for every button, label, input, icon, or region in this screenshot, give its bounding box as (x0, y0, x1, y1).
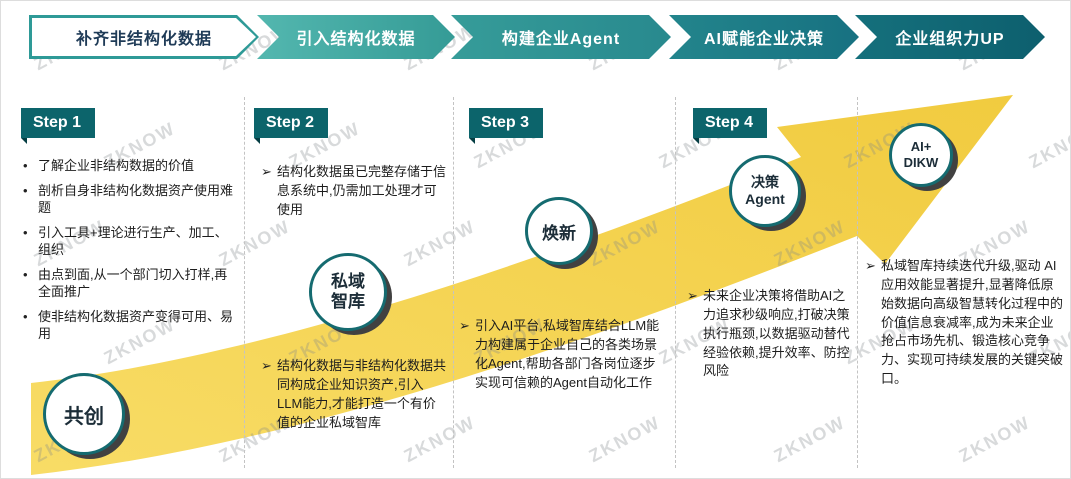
circle-label: 共创 (64, 405, 104, 428)
dot-bullet-icon: • (23, 224, 28, 240)
bullet-text: 了解企业非结构数据的价值 (38, 158, 195, 173)
note-text: 结构化数据与非结构化数据共同构成企业知识资产,引入LLM能力,才能打造一个有价值… (277, 358, 447, 430)
step-2-text: Step 2 (266, 114, 315, 131)
step3-note: ➢ 引入AI平台,私域智库结合LLM能力构建属于企业自己的各类场景化Agent,… (459, 317, 665, 392)
milestone-circle-private-knowledge-base: 私域 智库 (309, 253, 387, 331)
step-2-label: Step 2 (254, 108, 329, 144)
dot-bullet-icon: • (23, 266, 28, 282)
bullet-text: 引入工具+理论进行生产、加工、组织 (38, 224, 228, 258)
step-3-text: Step 3 (481, 114, 530, 131)
arrow-bullet-icon: ➢ (261, 358, 272, 373)
step2-note-top: ➢ 结构化数据虽已完整存储于信息系统中,仍需加工处理才可使用 (261, 163, 447, 220)
bullet-text: 剖析自身非结构化数据资产使用难题 (38, 182, 234, 216)
note-text: 未来企业决策将借助AI之力追求秒级响应,打破决策执行瓶颈,以数据驱动替代经验依赖… (703, 288, 850, 379)
step-3-label: Step 3 (469, 108, 544, 144)
step-1-label: Step 1 (21, 108, 96, 144)
column-divider-4 (857, 97, 858, 468)
banner-stage-5: 企业组织力UP (855, 15, 1045, 59)
circle-label: AI+ (910, 139, 932, 155)
circle-label: DIKW (903, 155, 939, 170)
step-4-text: Step 4 (705, 114, 754, 131)
step4-note: ➢ 未来企业决策将借助AI之力追求秒级响应,打破决策执行瓶颈,以数据驱动替代经验… (687, 287, 857, 381)
arrow-bullet-icon: ➢ (865, 258, 876, 273)
note-text: 私域智库持续迭代升级,驱动 AI 应用效能显著提升,显著降低原始数据向高级智慧转… (881, 258, 1064, 387)
dot-bullet-icon: • (23, 158, 28, 173)
banner-stage-5-label: 企业组织力UP (895, 31, 1005, 48)
banner-stage-1: 补齐非结构化数据 (29, 15, 259, 59)
banner-stage-1-label: 补齐非结构化数据 (75, 31, 212, 48)
milestone-circle-renewal: 焕新 (525, 197, 593, 265)
dot-bullet-icon: • (23, 308, 28, 324)
dot-bullet-icon: • (23, 182, 28, 198)
step-4-label: Step 4 (693, 108, 768, 144)
list-item: • 剖析自身非结构化数据资产使用难题 (23, 182, 233, 217)
list-item: • 由点到面,从一个部门切入打样,再全面推广 (23, 266, 233, 301)
column-divider-2 (453, 97, 454, 468)
circle-label: 智库 (331, 292, 365, 311)
banner-stage-2: 引入结构化数据 (257, 15, 455, 59)
step-1-text: Step 1 (33, 114, 82, 131)
banner-stage-1-face: 补齐非结构化数据 (32, 18, 256, 56)
bullet-text: 使非结构化数据资产变得可用、易用 (38, 308, 234, 342)
arrow-bullet-icon: ➢ (261, 164, 272, 179)
milestone-circle-cocreate: 共创 (43, 373, 125, 455)
note-text: 引入AI平台,私域智库结合LLM能力构建属于企业自己的各类场景化Agent,帮助… (475, 318, 660, 390)
circle-label: 决策 (751, 174, 779, 191)
column-divider-3 (675, 97, 676, 468)
circle-label: Agent (745, 191, 785, 207)
list-item: • 使非结构化数据资产变得可用、易用 (23, 308, 233, 343)
list-item: • 引入工具+理论进行生产、加工、组织 (23, 224, 233, 259)
step5-note: ➢ 私域智库持续迭代升级,驱动 AI 应用效能显著提升,显著降低原始数据向高级智… (865, 257, 1063, 389)
arrow-bullet-icon: ➢ (687, 288, 698, 303)
note-text: 结构化数据虽已完整存储于信息系统中,仍需加工处理才可使用 (277, 164, 447, 217)
step2-note-bottom: ➢ 结构化数据与非结构化数据共同构成企业知识资产,引入LLM能力,才能打造一个有… (261, 357, 447, 432)
bullet-text: 由点到面,从一个部门切入打样,再全面推广 (38, 266, 228, 300)
arrow-bullet-icon: ➢ (459, 318, 470, 333)
column-divider-1 (244, 97, 245, 468)
circle-label: 私域 (331, 272, 365, 292)
banner-stage-3-label: 构建企业Agent (501, 31, 621, 48)
banner-stage-4-label: AI赋能企业决策 (703, 31, 824, 48)
banner-stage-3: 构建企业Agent (451, 15, 671, 59)
circle-label: 焕新 (542, 223, 576, 243)
banner-stage-2-label: 引入结构化数据 (296, 31, 416, 48)
milestone-circle-decision-agent: 决策 Agent (729, 155, 801, 227)
list-item: • 了解企业非结构数据的价值 (23, 157, 233, 175)
banner-stage-4: AI赋能企业决策 (669, 15, 859, 59)
milestone-circle-ai-dikw: AI+ DIKW (889, 123, 953, 187)
step1-bullet-list: • 了解企业非结构数据的价值 • 剖析自身非结构化数据资产使用难题 • 引入工具… (23, 157, 233, 350)
